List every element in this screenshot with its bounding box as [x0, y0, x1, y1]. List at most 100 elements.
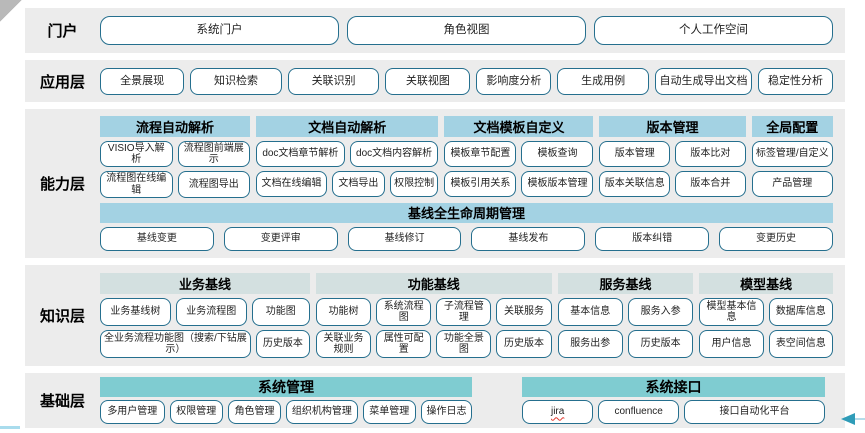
baseline-items-row: 基线变更变更评审基线修订基线发布版本纠错变更历史 — [100, 227, 833, 251]
feature-box: 流程图前端展示 — [177, 141, 251, 168]
feature-box-label: 系统流程图 — [383, 300, 424, 323]
group-header: 流程自动解析 — [100, 116, 251, 137]
feature-box-label: 模板版本管理 — [527, 178, 588, 190]
feature-box-label: 角色视图 — [443, 24, 490, 37]
feature-box-label: 基线变更 — [136, 233, 177, 245]
feature-box: 历史版本 — [255, 330, 310, 358]
feature-box: 功能图 — [251, 298, 310, 326]
feature-box-label: 组织机构管理 — [291, 406, 352, 418]
feature-box: 稳定性分析 — [758, 67, 833, 95]
group-header: 业务基线 — [100, 273, 310, 294]
feature-box: 系统流程图 — [376, 298, 432, 326]
feature-box: 模板版本管理 — [521, 171, 594, 197]
feature-box-label: VISIO导入解析 — [107, 143, 165, 166]
spacer — [472, 377, 522, 424]
feature-box-label: doc文档内容解析 — [356, 148, 433, 160]
feature-box-label: 功能图 — [265, 306, 296, 318]
feature-box: 版本合并 — [675, 171, 746, 197]
feature-box: 业务基线树 — [100, 298, 171, 326]
feature-box: 功能树 — [315, 298, 372, 326]
feature-box: 知识检索 — [190, 67, 282, 95]
feature-box-label: 版本关联信息 — [604, 178, 665, 190]
feature-box: 生成用例 — [557, 67, 649, 95]
feature-box: 基线变更 — [100, 227, 214, 251]
feature-box-label: 属性可配置 — [383, 332, 424, 355]
feature-box-label: 版本比对 — [690, 148, 731, 160]
feature-box-label: 基线发布 — [508, 233, 549, 245]
feature-box-label: 自动生成导出文档 — [659, 74, 748, 87]
feature-box-label: 模型基本信息 — [706, 300, 757, 323]
feature-box-label: 业务流程图 — [186, 306, 237, 318]
feature-box: confluence — [598, 400, 680, 424]
feature-box: 服务出参 — [557, 330, 623, 358]
feature-box: 菜单管理 — [362, 400, 416, 424]
arrow-head-icon — [841, 413, 855, 425]
layer-label-capability: 能力层 — [39, 176, 85, 193]
group-header: 版本管理 — [599, 116, 746, 137]
feature-box: VISIO导入解析 — [100, 141, 173, 168]
feature-box: 全业务流程功能图（搜索/下钻展示） — [100, 330, 251, 358]
arrow-line — [855, 418, 865, 420]
feature-box-label: 关联识别 — [311, 74, 356, 87]
feature-box-label: 数据库信息 — [775, 306, 826, 318]
feature-box: 模板章节配置 — [444, 141, 517, 167]
feature-box-label: 菜单管理 — [369, 406, 410, 418]
feature-box: 表空间信息 — [768, 330, 833, 358]
group-row: 流程图在线编辑流程图导出 — [100, 171, 251, 198]
group-global-config: 全局配置 标签管理/自定义 产品管理 — [751, 116, 833, 198]
feature-box-label: 多用户管理 — [107, 406, 158, 418]
feature-box-label: 个人工作空间 — [679, 24, 748, 37]
feature-box-label: 变更历史 — [756, 233, 797, 245]
feature-box: 流程图导出 — [177, 171, 251, 198]
layer-label-portal: 门户 — [47, 23, 78, 40]
feature-box-label: 服务出参 — [570, 338, 611, 350]
feature-box: 功能全景图 — [436, 330, 492, 358]
group-service-baseline: 服务基线 基本信息服务入参 服务出参历史版本 — [557, 273, 694, 358]
left-arrow-icon — [841, 413, 865, 425]
corner-fold-decoration — [0, 0, 22, 22]
layer-label-foundation: 基础层 — [39, 393, 85, 410]
group-business-baseline: 业务基线 业务基线树 业务流程图 功能图 全业务流程功能图（搜索/下钻展示） 历史版本 — [100, 273, 310, 358]
feature-box-label: 子流程管理 — [443, 300, 484, 323]
group-doc-template-custom: 文档模板自定义 模板章节配置模板查询 模板引用关系模板版本管理 — [444, 116, 594, 198]
group-header: 系统接口 — [522, 377, 825, 397]
feature-box-label: 产品管理 — [772, 178, 813, 190]
group-row: 业务基线树 业务流程图 功能图 — [100, 298, 310, 326]
group-header: 功能基线 — [315, 273, 552, 294]
group-row: 模板引用关系模板版本管理 — [444, 171, 594, 197]
feature-box-label: 全景展现 — [120, 74, 165, 87]
feature-box-label: 关联视图 — [405, 74, 450, 87]
group-row: 产品管理 — [751, 171, 833, 197]
feature-box-label: 角色管理 — [234, 406, 275, 418]
group-row: 版本关联信息 版本合并 — [599, 171, 746, 197]
feature-box-label: 流程图在线编辑 — [106, 173, 167, 196]
feature-box-label: 流程图前端展示 — [183, 143, 244, 166]
feature-box: 版本比对 — [675, 141, 746, 167]
feature-box: 流程图在线编辑 — [100, 171, 173, 198]
feature-box: doc文档章节解析 — [256, 141, 345, 167]
layer-label-knowledge: 知识层 — [39, 308, 85, 325]
feature-box: 文档在线编辑 — [256, 171, 328, 197]
feature-box: 个人工作空间 — [594, 16, 833, 45]
group-row: 标签管理/自定义 — [751, 141, 833, 167]
feature-box: 模板查询 — [521, 141, 594, 167]
feature-box-label: 操作日志 — [426, 406, 467, 418]
feature-box-label: confluence — [614, 406, 663, 418]
feature-box-label: 服务入参 — [640, 306, 681, 318]
group-header: 全局配置 — [751, 116, 833, 137]
feature-box-label: 版本合并 — [690, 178, 731, 190]
feature-box-label: 历史版本 — [262, 338, 303, 350]
feature-box-label: 接口自动化平台 — [719, 406, 790, 418]
feature-box: 系统门户 — [100, 16, 339, 45]
feature-box-label: 权限管理 — [176, 406, 217, 418]
group-header: 文档模板自定义 — [444, 116, 594, 137]
group-row: 关联业务规则属性可配置功能全景图历史版本 — [315, 330, 552, 358]
feature-box: 变更历史 — [719, 227, 833, 251]
group-row: 文档在线编辑文档导出权限控制 — [256, 171, 439, 197]
feature-box-label: 版本管理 — [614, 148, 655, 160]
feature-box: 模型基本信息 — [699, 298, 764, 326]
feature-box-label: 功能全景图 — [443, 332, 484, 355]
feature-box: 文档导出 — [332, 171, 385, 197]
